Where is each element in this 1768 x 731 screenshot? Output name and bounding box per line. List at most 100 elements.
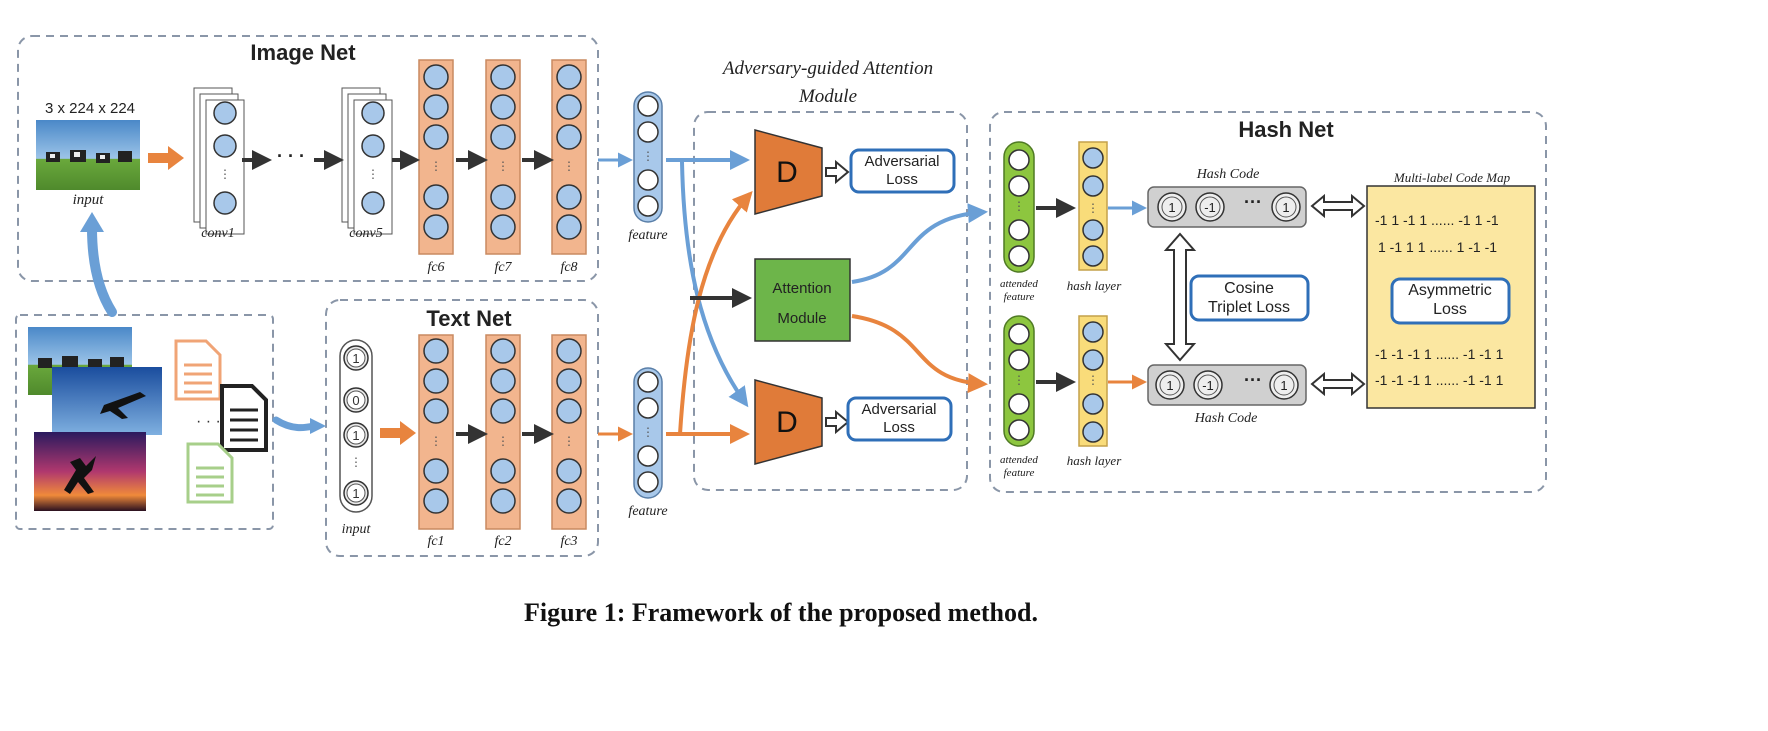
text-net-title: Text Net: [426, 306, 512, 331]
image-feature-vector: ⋮: [633, 91, 663, 223]
code-map-row-1: -1 1 -1 1 ...... -1 1 -1: [1375, 212, 1499, 228]
fc8-layer-neuron: [556, 184, 582, 210]
text-input-arrow: [380, 421, 416, 445]
hash-bit-value: 1: [1166, 378, 1173, 393]
hash-bit-value: -1: [1202, 378, 1214, 393]
fc2-layer-neuron: [490, 398, 516, 424]
attention-module-line1: Attention: [772, 280, 832, 297]
hash-code-bottom-label: Hash Code: [1194, 411, 1258, 426]
fc7-label: fc7: [494, 260, 512, 275]
fc8-layer-dots: ⋮: [563, 159, 575, 173]
fc2-layer: ⋮: [485, 334, 521, 530]
fc7-layer-neuron: [490, 184, 516, 210]
hash-code-bit: -1: [1193, 370, 1223, 400]
discriminator-top-label: D: [776, 156, 798, 189]
fc1-layer-dots: ⋮: [430, 434, 442, 448]
image-input-arrow: [148, 146, 184, 170]
attended-feature-bottom-body: [1003, 315, 1035, 447]
text-input-column-dots: ⋮: [350, 455, 362, 469]
fc8-layer-neuron: [556, 214, 582, 240]
image-net-title: Image Net: [250, 40, 356, 65]
adversarial-loss-top-box: [849, 148, 956, 194]
input-image: [36, 120, 140, 190]
fc6-layer-neuron: [423, 184, 449, 210]
image-feature-vector-dots: ⋮: [642, 149, 654, 163]
fc1-layer-neuron: [423, 398, 449, 424]
code-map-row-2: 1 -1 1 1 ...... 1 -1 -1: [1378, 239, 1498, 255]
hash-layer-top-neuron: [1082, 147, 1104, 169]
documents-ellipsis: · · ·: [196, 413, 221, 430]
text-input-label: input: [341, 522, 371, 537]
attended-feature-top-line2: feature: [1003, 291, 1035, 303]
fc6-label: fc6: [427, 260, 445, 275]
code-map-row-3: -1 -1 -1 1 ...... -1 -1 1: [1375, 346, 1504, 362]
attended-feature-top: ⋮: [1003, 141, 1035, 273]
attention-group-title-line2: Module: [798, 86, 858, 107]
code-map-row-4: -1 -1 -1 1 ...... -1 -1 1: [1375, 372, 1504, 388]
fc2-layer-dots: ⋮: [497, 434, 509, 448]
fc3-label: fc3: [560, 534, 578, 549]
text-input-value: 1: [352, 428, 359, 443]
attention-module-group: [693, 111, 968, 491]
attended-feature-bottom-dots: ⋮: [1013, 373, 1025, 387]
attention-module-box: [754, 258, 851, 342]
conv5-neurons: ⋮: [361, 101, 385, 215]
hash-bit-value: -1: [1204, 200, 1216, 215]
text-feature-vector-neuron: [637, 397, 659, 419]
adversarial-loss-bottom-line1: Adversarial: [861, 401, 937, 418]
fc3-layer-neuron: [556, 398, 582, 424]
attended-feature-bottom: ⋮: [1003, 315, 1035, 447]
fc3-layer-neuron: [556, 338, 582, 364]
sample-to-image-arrow: [87, 223, 117, 317]
conv1-neurons-neuron: [213, 101, 237, 125]
hash-bit-inner: [1199, 196, 1221, 218]
hash-layer-bottom-dots: ⋮: [1087, 373, 1099, 387]
hash-bit-inner: [1197, 374, 1219, 396]
hash-layer-top-dots: ⋮: [1087, 201, 1099, 215]
fc7-layer-neuron: [490, 94, 516, 120]
text-input-neuron: 1: [343, 480, 369, 506]
attended-feature-top-neuron: [1008, 175, 1030, 197]
hash-code-bit: 1: [1271, 192, 1301, 222]
adversarial-loss-top-line2: Loss: [886, 171, 918, 188]
document-icon-black: [220, 384, 268, 452]
attended-feature-top-neuron: [1008, 219, 1030, 241]
hash-layer-bottom-neuron: [1082, 421, 1104, 443]
text-input-value: 0: [352, 393, 359, 408]
discriminator-top: [754, 129, 823, 215]
fc1-layer-neuron: [423, 338, 449, 364]
cosine-triplet-loss-box: [1189, 274, 1310, 322]
hash-layer-bottom-neuron: [1082, 321, 1104, 343]
conv1-label: conv1: [201, 226, 235, 241]
hash-bit-inner: [1275, 196, 1297, 218]
attended-feature-bottom-neuron: [1008, 323, 1030, 345]
fc3-layer-neuron: [556, 488, 582, 514]
hash-layer-bottom-neuron: [1082, 349, 1104, 371]
fc2-layer-neuron: [490, 368, 516, 394]
fc1-layer: ⋮: [418, 334, 454, 530]
adversarial-loss-top-line1: Adversarial: [864, 153, 940, 170]
image-feature-vector-neuron: [637, 169, 659, 191]
text-net-group: [325, 299, 599, 557]
fc7-layer: ⋮: [485, 59, 521, 255]
fc2-layer-neuron: [490, 338, 516, 364]
text-input-value: 1: [352, 486, 359, 501]
document-icon-orange: [174, 339, 222, 401]
hash-layer-bottom-label: hash layer: [1066, 453, 1122, 468]
conv5-neurons-neuron: [361, 191, 385, 215]
sample-image-airplane: [52, 367, 162, 435]
text-input-neuron: 1: [343, 345, 369, 371]
conv1-neurons-neuron: [213, 191, 237, 215]
hash-layer-top: ⋮: [1078, 141, 1108, 271]
fc8-layer: ⋮: [551, 59, 587, 255]
fc3-layer-neuron: [556, 458, 582, 484]
text-feature-label: feature: [628, 504, 668, 519]
fc6-layer-dots: ⋮: [430, 159, 442, 173]
attended-feature-top-neuron: [1008, 149, 1030, 171]
text-input-neuron-inner: [346, 390, 366, 410]
adversarial-loss-bottom-box: [846, 396, 953, 442]
hash-layer-bottom-neuron: [1082, 393, 1104, 415]
arrow-imgfeat-D2: [680, 161, 749, 408]
